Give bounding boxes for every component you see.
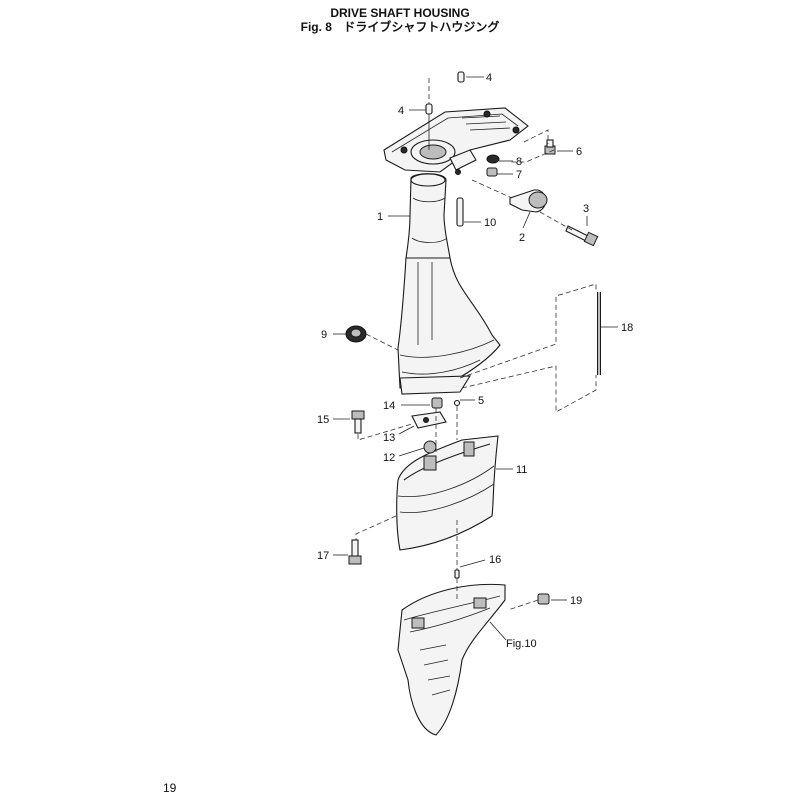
pin-part-4-left: [425, 103, 433, 150]
nut-part-8: [486, 154, 500, 164]
pin-part-5: [453, 399, 461, 407]
plate-part-13: [411, 411, 447, 429]
callout-10: 10: [484, 217, 496, 229]
diagram-title: DRIVE SHAFT HOUSING: [330, 6, 470, 20]
middle-housing-part-11: [396, 435, 499, 551]
collar-part-12: [423, 440, 437, 454]
callout-15: 15: [317, 414, 329, 426]
lower-unit-gearcase: [397, 583, 506, 736]
callout-7: 7: [516, 169, 522, 181]
figure-reference-fig10: Fig.10: [506, 638, 537, 650]
bolt-part-6: [544, 139, 556, 155]
callout-17: 17: [317, 550, 329, 562]
callout-5: 5: [478, 395, 484, 407]
bolt-part-15: [351, 410, 365, 434]
callout-2: 2: [519, 232, 525, 244]
page-number: 19: [163, 781, 177, 795]
figure-title-japanese: ドライブシャフトハウジング: [343, 20, 500, 34]
callout-1: 1: [377, 211, 383, 223]
callout-16: 16: [489, 554, 501, 566]
callout-9: 9: [321, 329, 327, 341]
pin-part-16: [454, 569, 460, 579]
callout-19: 19: [570, 595, 582, 607]
nut-part-7: [486, 167, 498, 177]
callout-labels: 4 4 6 8 7 3 1 10 2 18 9 5 14 15 13 12 11…: [317, 72, 633, 650]
callout-3: 3: [583, 203, 589, 215]
callout-6: 6: [576, 146, 582, 158]
callout-4-top: 4: [486, 72, 492, 84]
callout-12: 12: [383, 452, 395, 464]
leader-lines: [333, 76, 618, 641]
nut-part-19: [537, 593, 550, 605]
drive-shaft-housing-part: [383, 107, 529, 395]
clamp-part-2: [509, 189, 548, 213]
grommet-part-9: [345, 325, 367, 343]
figure-number: Fig. 8: [300, 20, 332, 34]
callout-4-left: 4: [398, 105, 404, 117]
figure-caption: Fig. 8 ドライブシャフトハウジング: [0, 20, 800, 34]
callout-13: 13: [383, 432, 395, 444]
callout-8: 8: [516, 156, 522, 168]
callout-14: 14: [383, 400, 395, 412]
callout-11: 11: [516, 464, 527, 476]
callout-18: 18: [621, 322, 633, 334]
pin-part-10: [456, 197, 464, 227]
relation-lines: [355, 78, 597, 611]
pin-part-4-top: [457, 71, 465, 83]
bolt-part-17: [348, 539, 362, 565]
nut-part-14: [431, 397, 443, 409]
